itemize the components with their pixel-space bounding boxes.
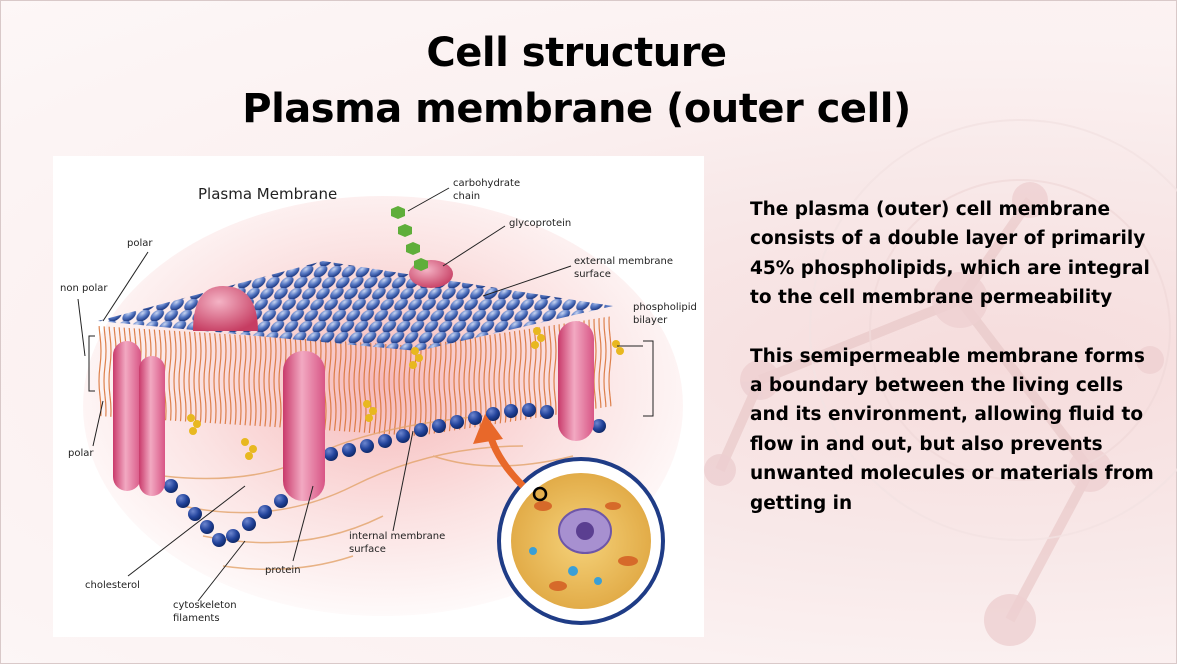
label-non-polar: non polar <box>60 283 108 294</box>
label-cytoskeleton-1: cytoskeleton <box>173 600 237 611</box>
label-polar-top: polar <box>127 238 153 249</box>
label-phospholipid-1: phospholipid <box>633 302 697 313</box>
slide-body-text: The plasma (outer) cell membrane consist… <box>750 195 1160 518</box>
internal-membrane-beads <box>164 403 606 547</box>
paragraph-spacer <box>750 313 1160 342</box>
label-cholesterol: cholesterol <box>85 580 140 591</box>
label-phospholipid-2: bilayer <box>633 315 668 326</box>
zoom-arrow-head <box>473 414 503 444</box>
slide-title-line1: Cell structure <box>426 30 727 76</box>
cell-nucleolus <box>576 522 594 540</box>
surface-protein-dome <box>193 286 258 331</box>
cell-vesicles <box>529 547 602 585</box>
label-cytoskeleton-2: filaments <box>173 613 220 624</box>
label-external-2: surface <box>574 269 611 280</box>
paragraph-semipermeable: This semipermeable membrane forms a boun… <box>750 345 1154 514</box>
channel-proteins <box>113 321 594 501</box>
label-polar-bottom: polar <box>68 448 94 459</box>
slide-title-line2: Plasma membrane (outer cell) <box>242 86 911 132</box>
cell-organelles <box>534 501 638 591</box>
carbohydrate-chain <box>391 206 428 271</box>
label-carbohydrate-1: carbohydrate <box>453 178 520 189</box>
plasma-membrane-figure: Plasma Membrane carbohydrate chain glyco… <box>53 156 704 637</box>
paragraph-phospholipids: The plasma (outer) cell membrane consist… <box>750 199 1150 309</box>
lipid-tails-front <box>98 326 418 436</box>
label-internal-2: surface <box>349 544 386 555</box>
diagram-heading: Plasma Membrane <box>198 185 337 203</box>
label-carbohydrate-2: chain <box>453 191 480 202</box>
label-leader-lines <box>77 187 654 602</box>
label-glycoprotein: glycoprotein <box>509 218 571 229</box>
zoom-marker-circle <box>532 486 548 502</box>
plasma-membrane-illustration: Plasma Membrane carbohydrate chain glyco… <box>60 178 697 625</box>
label-protein: protein <box>265 565 301 576</box>
label-internal-1: internal membrane <box>349 531 445 542</box>
label-external-1: external membrane <box>574 256 673 267</box>
